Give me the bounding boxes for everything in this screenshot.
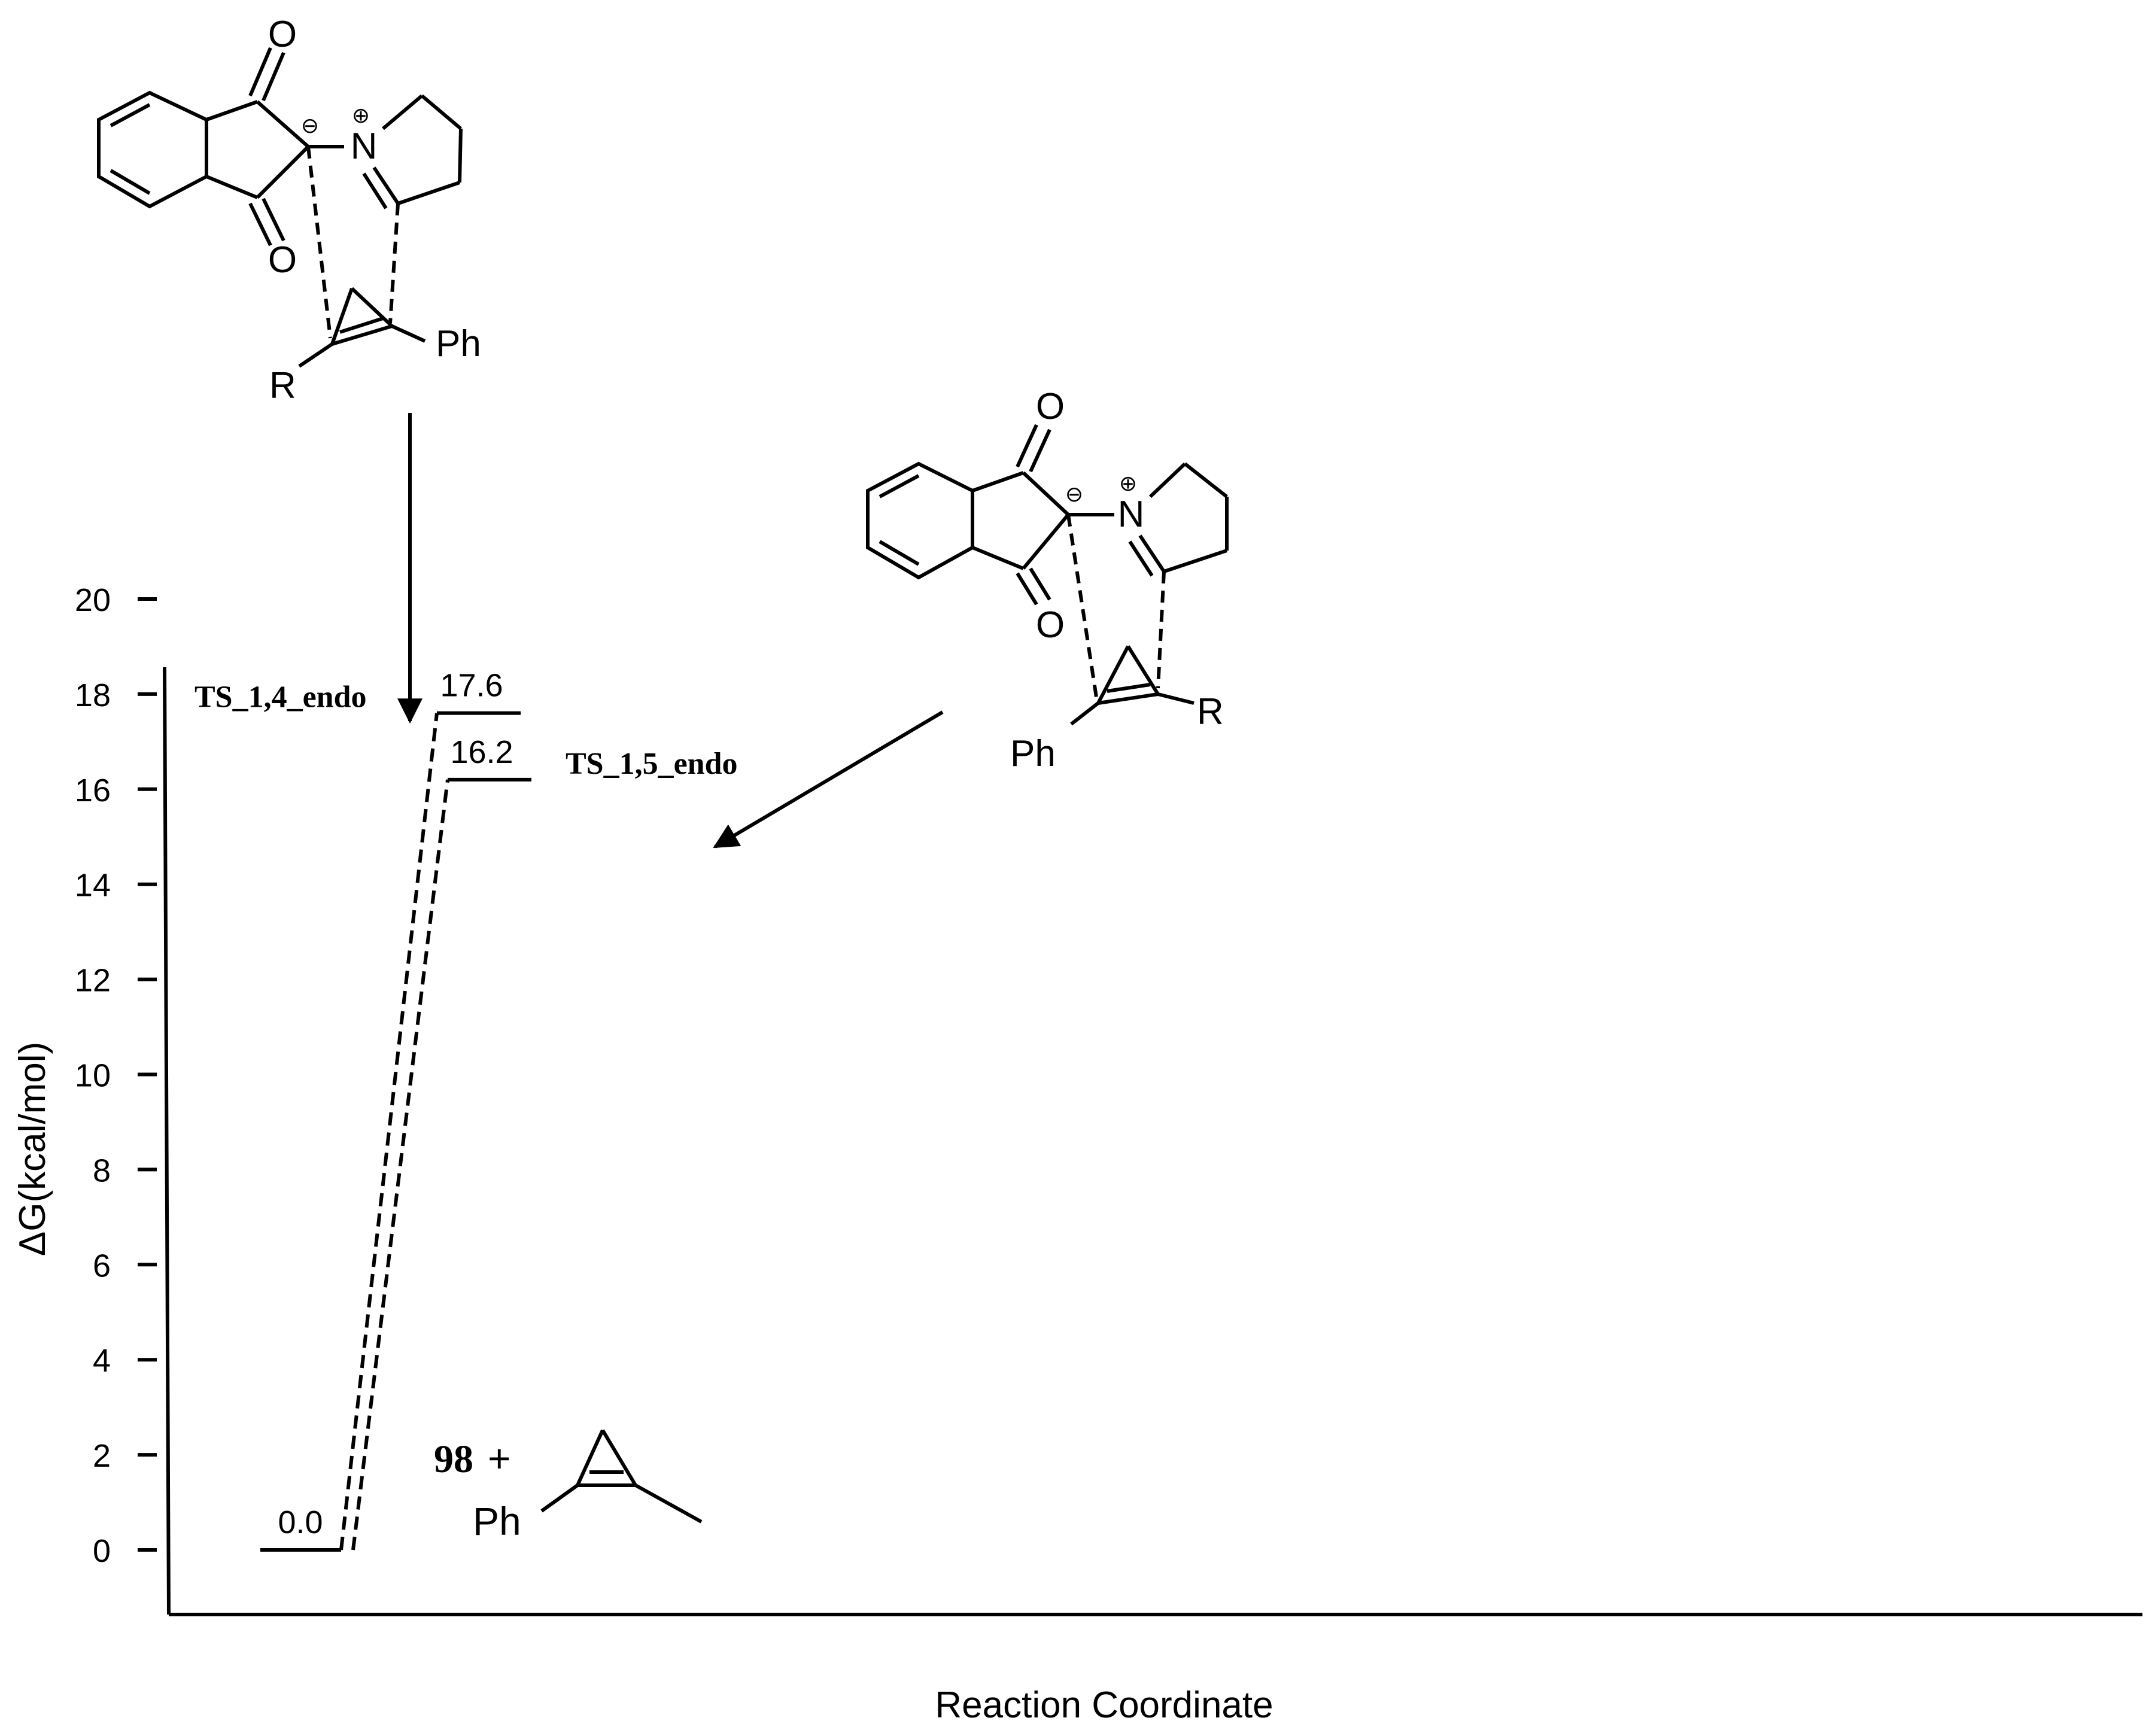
y-tick-label: 6 — [93, 1248, 111, 1284]
cyclopropene-structure — [540, 1429, 703, 1524]
level-ts14: 17.6 TS_1,4_endo — [194, 668, 521, 715]
y-tick-label: 14 — [75, 868, 111, 904]
connector-ts14 — [339, 713, 439, 1550]
ts15-r: R — [1197, 691, 1224, 732]
connectors — [339, 713, 449, 1550]
plus-sign: + — [488, 1436, 511, 1480]
y-tick-label: 0 — [93, 1533, 111, 1569]
arrow-ts15 — [713, 710, 944, 849]
ts14-o-top: O — [268, 14, 297, 55]
structure-ts15: O O ⊖ ⊕ N Ph R — [866, 386, 1229, 774]
level-value-ts15: 16.2 — [450, 734, 513, 770]
structure-ts14: O O ⊖ ⊕ N Ph R — [97, 14, 481, 406]
level-name-ts14: TS_1,4_endo — [194, 680, 367, 715]
ts14-minus: ⊖ — [301, 113, 319, 138]
y-axis-line — [163, 667, 171, 1615]
ts15-plus: ⊕ — [1119, 471, 1137, 495]
level-value-reactant: 0.0 — [278, 1504, 323, 1540]
ts14-o-bottom: O — [268, 239, 297, 281]
ph-label-reactant: Ph — [473, 1499, 521, 1543]
y-tick-label: 8 — [93, 1153, 111, 1188]
level-name-ts15: TS_1,5_endo — [566, 747, 738, 781]
ts14-r: R — [269, 365, 296, 406]
axes — [163, 667, 2142, 1616]
ts14-n: N — [351, 126, 378, 167]
y-tick-label: 2 — [93, 1438, 111, 1474]
y-ticks: 0 2 4 6 8 10 12 14 16 18 20 — [75, 582, 157, 1569]
ts15-n: N — [1118, 494, 1145, 535]
ts14-ph: Ph — [436, 323, 481, 364]
ts14-plus: ⊕ — [352, 103, 370, 127]
level-reactant: 0.0 — [260, 1504, 341, 1552]
y-tick-label: 12 — [75, 963, 111, 999]
level-value-ts14: 17.6 — [440, 668, 503, 704]
x-axis-label: Reaction Coordinate — [935, 1685, 1273, 1726]
connector-ts15 — [351, 779, 449, 1550]
y-tick-label: 16 — [75, 773, 111, 808]
ts15-o-top: O — [1036, 386, 1065, 427]
y-tick-label: 20 — [75, 582, 111, 618]
ts15-o-bottom: O — [1036, 604, 1065, 646]
compound-number: 98 — [434, 1437, 473, 1481]
reactant-label: 98 + Ph — [434, 1429, 703, 1543]
y-tick-label: 10 — [75, 1058, 111, 1094]
level-ts15: 16.2 TS_1,5_endo — [448, 734, 738, 782]
y-tick-label: 4 — [93, 1343, 111, 1379]
y-axis-label: ΔG(kcal/mol) — [12, 1042, 53, 1256]
y-tick-label: 18 — [75, 677, 111, 713]
ts15-minus: ⊖ — [1065, 482, 1083, 506]
ts15-ph: Ph — [1010, 733, 1056, 774]
